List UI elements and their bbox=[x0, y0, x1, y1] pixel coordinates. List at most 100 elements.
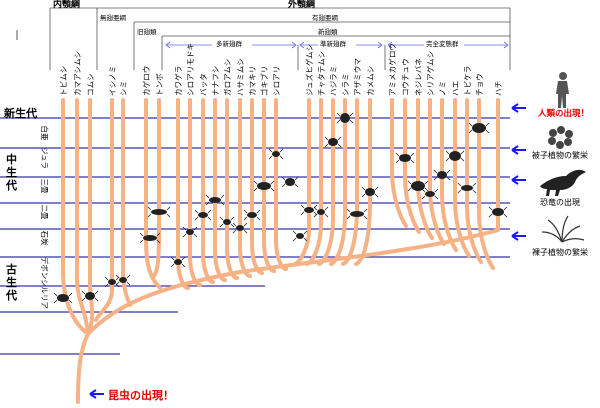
insect-legs-icon bbox=[81, 290, 99, 302]
dinosaurs-label: 恐竜の出現 bbox=[540, 197, 580, 207]
taxon-label: ジュズヒゲムシ bbox=[304, 44, 314, 96]
taxon-label: チャタテムシ bbox=[317, 51, 326, 96]
insect-silhouette-icon bbox=[209, 197, 221, 203]
taxon-label: アザミウマ bbox=[353, 58, 362, 96]
taxonomy-header bbox=[49, 7, 511, 70]
insect-silhouette-icon bbox=[108, 279, 116, 285]
tree-branch bbox=[453, 98, 471, 258]
insect-legs-icon bbox=[115, 274, 131, 286]
insect-silhouette-icon bbox=[285, 178, 295, 186]
insect-silhouette-icon bbox=[340, 113, 350, 123]
tree-branch bbox=[201, 98, 215, 284]
taxon-label: ゴキブリ bbox=[259, 66, 269, 96]
era-mesozoic-2: 生 bbox=[6, 165, 17, 179]
ectognatha-label: 外顎綱 bbox=[287, 0, 315, 10]
taxon-label: イシノミ bbox=[108, 66, 117, 96]
insect-silhouette-icon bbox=[365, 188, 375, 196]
era-mesozoic-3: 代 bbox=[5, 178, 17, 192]
insect-silhouette-icon bbox=[272, 151, 280, 157]
tree-branch bbox=[121, 98, 132, 307]
period-permian: 二畳 bbox=[40, 205, 49, 220]
polyneoptera-label: 多新翅群 bbox=[216, 39, 243, 48]
tree-branch bbox=[225, 98, 239, 280]
cycad-icon bbox=[541, 215, 585, 243]
insect-silhouette-icon bbox=[350, 211, 364, 217]
insect-silhouette-icon bbox=[425, 191, 435, 197]
taxon-label: ハジラミ bbox=[329, 66, 338, 96]
insect-silhouette-icon bbox=[186, 229, 194, 235]
insect-legs-icon bbox=[488, 206, 508, 218]
insect-legs-icon bbox=[232, 222, 248, 234]
insect-silhouette-icon bbox=[85, 292, 95, 300]
era-paleozoic-3: 代 bbox=[5, 288, 17, 302]
apterygota-label: 無翅亜綱 bbox=[100, 13, 127, 22]
taxon-label: ハチ bbox=[494, 81, 503, 96]
taxon-label: カワゲラ bbox=[174, 66, 183, 96]
dinosaur-icon bbox=[540, 169, 586, 196]
insect-silhouette-icon bbox=[317, 209, 325, 215]
taxon-label: ネジレバネ bbox=[414, 58, 423, 96]
era-labels: 新生代 中 生 代 古 生 代 bbox=[4, 30, 37, 302]
human-silhouette-icon bbox=[556, 72, 569, 108]
insect-legs-icon bbox=[324, 136, 342, 148]
taxon-label: コムシ bbox=[86, 73, 95, 96]
insect-silhouette-icon bbox=[461, 185, 473, 191]
insect-legs-icon bbox=[457, 182, 477, 194]
period-triassic: 三畳 bbox=[40, 179, 49, 194]
taxon-label: ガロアムシ bbox=[222, 59, 232, 96]
entognatha-label: 内顎綱 bbox=[53, 0, 80, 10]
group-brackets bbox=[165, 41, 509, 49]
taxon-label: ノミ bbox=[438, 81, 447, 96]
insect-legs-icon bbox=[445, 150, 465, 162]
taxon-label: トビケラ bbox=[463, 66, 472, 96]
gymnosperms-event: 裸子植物の繁栄 bbox=[511, 215, 588, 257]
insect-silhouette-icon bbox=[472, 123, 486, 133]
taxon-label: コウチュウ bbox=[401, 58, 410, 96]
arrow-left-icon bbox=[511, 103, 526, 113]
insect-silhouette-icon bbox=[143, 235, 157, 241]
angiosperms-label: 被子植物の繁栄 bbox=[532, 150, 588, 160]
tree-trunk bbox=[76, 332, 90, 404]
taxon-label: シラミ bbox=[341, 73, 350, 96]
insect-silhouette-icon bbox=[449, 151, 461, 161]
insects-origin-label: 昆虫の出現！ bbox=[108, 388, 174, 402]
taxon-label: シロアリモドキ bbox=[186, 43, 195, 96]
flower-icon bbox=[548, 126, 573, 149]
insect-legs-icon bbox=[468, 122, 490, 134]
period-devonian: デボン bbox=[40, 257, 50, 280]
insect-silhouette-icon bbox=[437, 171, 447, 179]
humans-event: 人類の出現！ bbox=[511, 72, 589, 119]
era-mesozoic-1: 中 bbox=[6, 152, 17, 166]
insect-legs-icon bbox=[433, 169, 451, 181]
insect-silhouette-icon bbox=[399, 154, 411, 162]
taxon-label: カゲロウ bbox=[142, 66, 151, 96]
neoptera-label: 新翅類 bbox=[318, 27, 338, 36]
insect-legs-icon bbox=[253, 180, 275, 192]
tree-branch bbox=[94, 98, 114, 322]
arrow-left-icon bbox=[511, 231, 526, 241]
event-annotations: 人類の出現！ 被子植物の繁栄 恐竜の出現 裸子植物の繁栄 bbox=[511, 72, 589, 257]
insect-silhouette-icon bbox=[57, 294, 69, 302]
insect-legs-icon bbox=[407, 180, 429, 192]
taxon-label: チョウ bbox=[475, 73, 484, 96]
insect-silhouette-icon bbox=[223, 219, 231, 225]
insect-legs-icon bbox=[336, 112, 354, 124]
ectognatha-trunk bbox=[86, 98, 500, 336]
insect-legs-icon bbox=[104, 276, 120, 288]
tree-branch bbox=[390, 98, 408, 228]
insect-legs-icon bbox=[53, 292, 73, 304]
insect-legs-icon bbox=[219, 216, 235, 228]
insect-silhouette-icon bbox=[257, 182, 271, 190]
insect-legs-icon bbox=[361, 186, 379, 198]
holometabola-label: 完全変態群 bbox=[426, 39, 459, 48]
tree-branch bbox=[403, 98, 421, 234]
insect-legs-icon bbox=[139, 232, 161, 244]
tree-branch bbox=[305, 98, 323, 266]
era-paleozoic-2: 生 bbox=[6, 275, 17, 289]
insect-legs-icon bbox=[292, 230, 308, 242]
paraneoptera-label: 準新翅群 bbox=[320, 39, 347, 48]
insect-silhouette-icon bbox=[174, 259, 182, 265]
insect-silhouette-icon bbox=[328, 138, 338, 146]
insect-legs-icon bbox=[346, 208, 368, 220]
